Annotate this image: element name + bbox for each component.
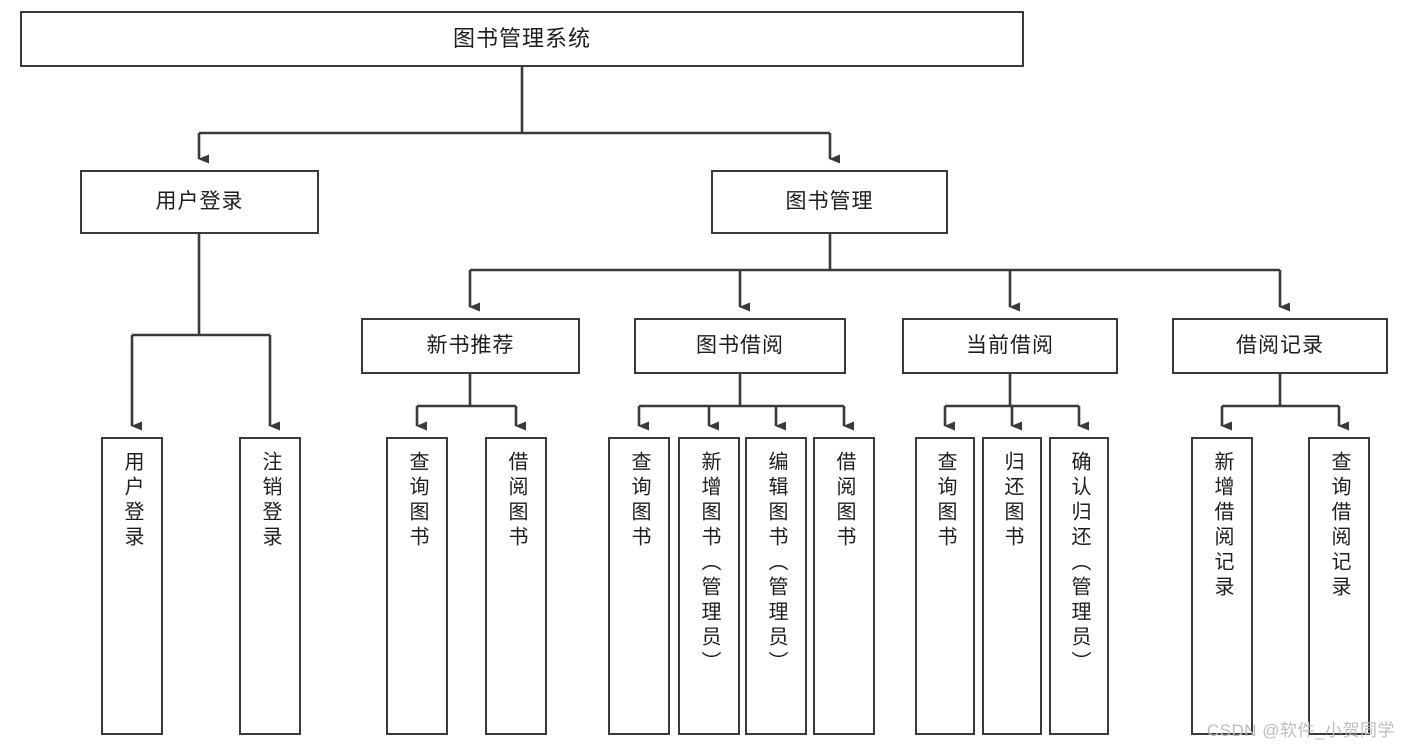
node-leaf-9-label: 查询图书 [934,451,956,551]
node-leaf-2[interactable]: 注销登录 [239,437,301,735]
node-leaf-5-label: 查询图书 [628,451,650,551]
node-level2-1[interactable]: 用户登录 [80,170,319,234]
node-leaf-1[interactable]: 用户登录 [101,437,163,735]
node-leaf-8[interactable]: 借阅图书 [813,437,875,735]
node-leaf-6-label: 新增图书（管理员） [698,451,720,676]
node-leaf-12-label: 新增借阅记录 [1211,451,1233,601]
node-level2-2[interactable]: 图书管理 [711,170,948,234]
node-root-label: 图书管理系统 [452,26,591,52]
node-leaf-2-label: 注销登录 [259,451,281,551]
node-leaf-7-label: 编辑图书（管理员） [765,451,787,676]
watermark: CSDN @软件_小贺同学 [1206,721,1395,740]
node-level3-2-label: 图书借阅 [696,333,784,357]
node-level3-4-label: 借阅记录 [1236,333,1324,357]
node-level2-2-label: 图书管理 [785,189,874,213]
node-root[interactable]: 图书管理系统 [20,11,1024,67]
node-leaf-3[interactable]: 查询图书 [386,437,448,735]
node-leaf-5[interactable]: 查询图书 [608,437,670,735]
node-level3-4[interactable]: 借阅记录 [1172,318,1388,374]
node-level2-1-label: 用户登录 [155,189,244,213]
node-leaf-11-label: 确认归还（管理员） [1068,451,1090,676]
node-leaf-13-label: 查询借阅记录 [1328,451,1350,601]
node-level3-1-label: 新书推荐 [426,333,515,357]
node-leaf-10[interactable]: 归还图书 [982,437,1042,735]
node-leaf-4-label: 借阅图书 [505,451,527,551]
node-leaf-1-label: 用户登录 [121,451,143,551]
node-leaf-12[interactable]: 新增借阅记录 [1191,437,1253,735]
node-leaf-13[interactable]: 查询借阅记录 [1308,437,1370,735]
node-level3-1[interactable]: 新书推荐 [361,318,580,374]
node-level3-2[interactable]: 图书借阅 [634,318,846,374]
node-leaf-9[interactable]: 查询图书 [915,437,975,735]
node-leaf-4[interactable]: 借阅图书 [485,437,547,735]
node-level3-3[interactable]: 当前借阅 [902,318,1118,374]
node-leaf-3-label: 查询图书 [406,451,428,551]
node-leaf-10-label: 归还图书 [1001,451,1023,551]
node-leaf-6[interactable]: 新增图书（管理员） [678,437,740,735]
node-leaf-8-label: 借阅图书 [833,451,855,551]
node-leaf-11[interactable]: 确认归还（管理员） [1049,437,1109,735]
node-level3-3-label: 当前借阅 [966,333,1054,357]
node-leaf-7[interactable]: 编辑图书（管理员） [745,437,807,735]
